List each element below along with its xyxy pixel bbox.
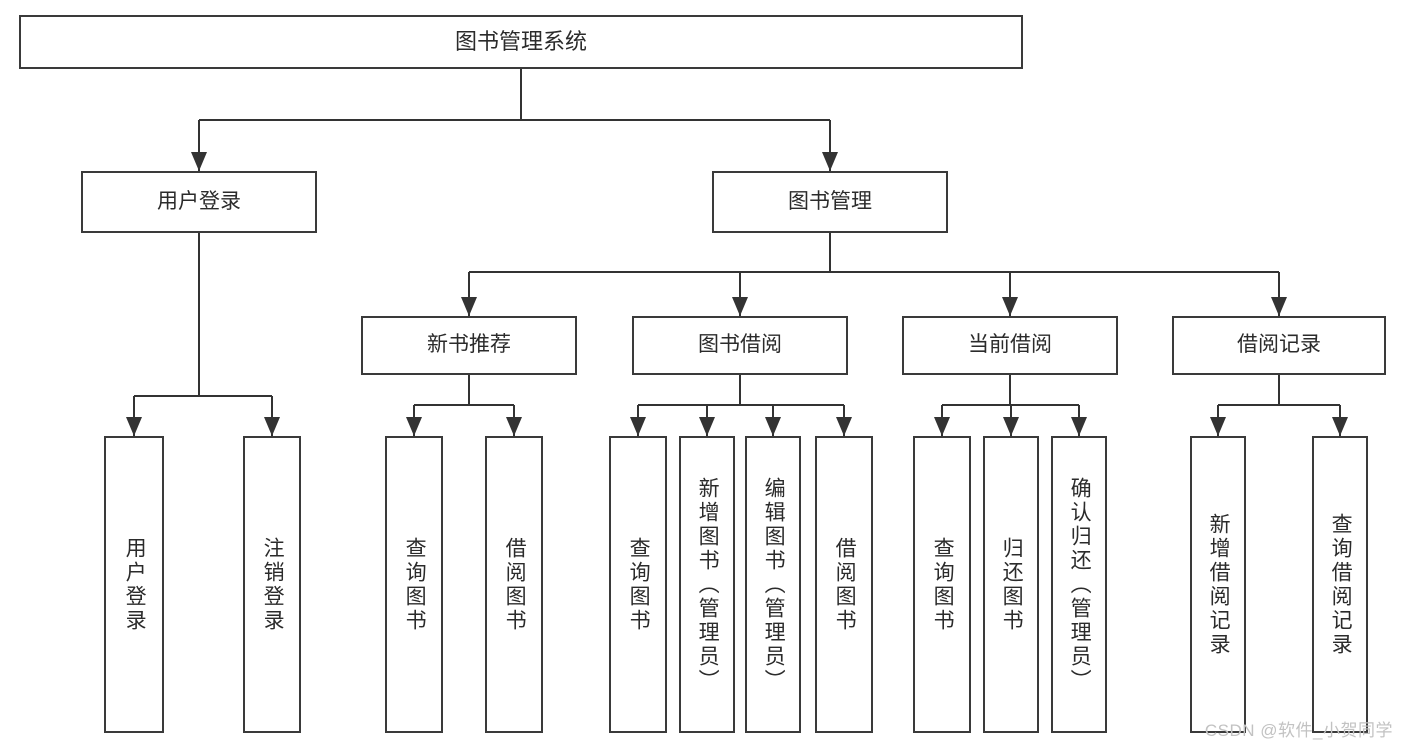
- node-label: 查询图书: [403, 536, 427, 633]
- connector-arrowhead: [765, 417, 781, 436]
- node-n-borrow[interactable]: 图书借阅: [632, 316, 848, 375]
- node-label: 注销登录: [261, 536, 285, 633]
- node-label: 查询图书: [627, 536, 651, 633]
- connector-arrowhead: [630, 417, 646, 436]
- connector-arrowhead: [506, 417, 522, 436]
- node-label: 图书管理系统: [454, 29, 587, 55]
- node-n-new-book[interactable]: 新书推荐: [361, 316, 577, 375]
- node-l-bb-add[interactable]: 新增图书（管理员）: [679, 436, 735, 733]
- node-label: 借阅记录: [1237, 333, 1321, 357]
- node-l-bb-borrow[interactable]: 借阅图书: [815, 436, 873, 733]
- node-n-records[interactable]: 借阅记录: [1172, 316, 1386, 375]
- node-label: 确认归还（管理员）: [1068, 476, 1092, 693]
- connector-arrowhead: [1071, 417, 1087, 436]
- node-label: 查询图书: [931, 536, 955, 633]
- node-l-cb-confirm[interactable]: 确认归还（管理员）: [1051, 436, 1107, 733]
- connector-arrowhead: [264, 417, 280, 436]
- connector-arrowhead: [934, 417, 950, 436]
- node-label: 新增图书（管理员）: [696, 476, 720, 693]
- connector-arrowhead: [732, 297, 748, 316]
- connector-arrowhead: [191, 152, 207, 171]
- node-l-cb-return[interactable]: 归还图书: [983, 436, 1039, 733]
- node-label: 归还图书: [1000, 536, 1024, 633]
- connector-arrowhead: [822, 152, 838, 171]
- node-label: 新增借阅记录: [1207, 512, 1231, 657]
- node-label: 图书管理: [788, 189, 872, 213]
- connector-arrowhead: [126, 417, 142, 436]
- connector-arrowhead: [1210, 417, 1226, 436]
- connector-arrowhead: [1002, 297, 1018, 316]
- node-label: 图书借阅: [698, 333, 782, 357]
- connector-arrowhead: [461, 297, 477, 316]
- connector-arrowhead: [406, 417, 422, 436]
- node-l-bb-edit[interactable]: 编辑图书（管理员）: [745, 436, 801, 733]
- node-l-cb-query[interactable]: 查询图书: [913, 436, 971, 733]
- watermark-label: CSDN @软件_小贺同学: [1204, 721, 1393, 740]
- node-n-user-login[interactable]: 用户登录: [81, 171, 317, 233]
- node-label: 用户登录: [123, 536, 147, 633]
- connector-arrowhead: [1271, 297, 1287, 316]
- node-label: 当前借阅: [968, 333, 1052, 357]
- node-root[interactable]: 图书管理系统: [19, 15, 1023, 69]
- connector-arrowhead: [699, 417, 715, 436]
- node-l-nb-borrow[interactable]: 借阅图书: [485, 436, 543, 733]
- node-label: 借阅图书: [833, 536, 857, 633]
- connector-arrowhead: [836, 417, 852, 436]
- node-l-rec-add[interactable]: 新增借阅记录: [1190, 436, 1246, 733]
- node-label: 用户登录: [157, 189, 241, 213]
- node-l-user-logout[interactable]: 注销登录: [243, 436, 301, 733]
- node-l-user-login[interactable]: 用户登录: [104, 436, 164, 733]
- node-label: 查询借阅记录: [1329, 512, 1353, 657]
- node-label: 借阅图书: [503, 536, 527, 633]
- node-n-current[interactable]: 当前借阅: [902, 316, 1118, 375]
- node-l-bb-query[interactable]: 查询图书: [609, 436, 667, 733]
- node-l-nb-query[interactable]: 查询图书: [385, 436, 443, 733]
- connector-arrowhead: [1332, 417, 1348, 436]
- node-label: 编辑图书（管理员）: [762, 476, 786, 693]
- connector-arrowhead: [1003, 417, 1019, 436]
- node-n-book-mgmt[interactable]: 图书管理: [712, 171, 948, 233]
- node-label: 新书推荐: [427, 333, 511, 357]
- node-l-rec-query[interactable]: 查询借阅记录: [1312, 436, 1368, 733]
